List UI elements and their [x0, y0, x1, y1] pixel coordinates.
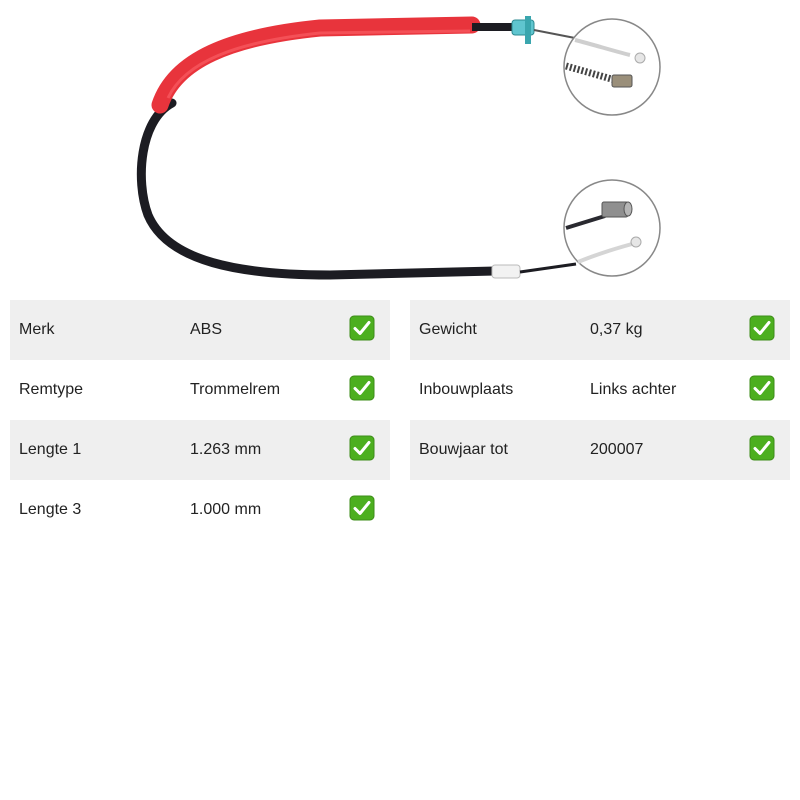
check-mark-icon [749, 315, 775, 341]
spec-value: ABS [190, 321, 223, 338]
spec-table-left: Merk ABS Remtype Trommelrem Lengte 1 1.2… [10, 300, 390, 540]
spec-row-lengte-1: Lengte 1 1.263 mm [10, 420, 390, 480]
check-mark-icon [349, 495, 375, 521]
check-mark-icon [349, 375, 375, 401]
spec-row-merk: Merk ABS [10, 300, 390, 360]
spec-value: Trommelrem [190, 381, 281, 398]
spec-label: Gewicht [419, 321, 477, 338]
spec-label: Lengte 1 [19, 441, 82, 458]
spec-row-bouwjaar-tot: Bouwjaar tot 200007 [410, 420, 790, 480]
spec-value: Links achter [590, 381, 677, 398]
spec-value: 1.000 mm [190, 501, 262, 518]
spec-label: Bouwjaar tot [419, 441, 508, 458]
check-mark-icon [349, 435, 375, 461]
spec-label: Remtype [19, 381, 84, 398]
spec-table-right: Gewicht 0,37 kg Inbouwplaats Links achte… [410, 300, 790, 480]
check-mark-icon [749, 375, 775, 401]
spec-value: 0,37 kg [590, 321, 643, 338]
spec-value: 200007 [590, 441, 644, 458]
check-mark-icon [349, 315, 375, 341]
spec-row-gewicht: Gewicht 0,37 kg [410, 300, 790, 360]
spec-row-lengte-3: Lengte 3 1.000 mm [10, 480, 390, 540]
brake-cable-image [136, 16, 661, 280]
spec-label: Lengte 3 [19, 501, 82, 518]
spec-label: Inbouwplaats [419, 381, 514, 398]
spec-label: Merk [19, 321, 55, 338]
spec-value: 1.263 mm [190, 441, 262, 458]
spec-row-inbouwplaats: Inbouwplaats Links achter [410, 360, 790, 420]
spec-row-remtype: Remtype Trommelrem [10, 360, 390, 420]
check-mark-icon [749, 435, 775, 461]
